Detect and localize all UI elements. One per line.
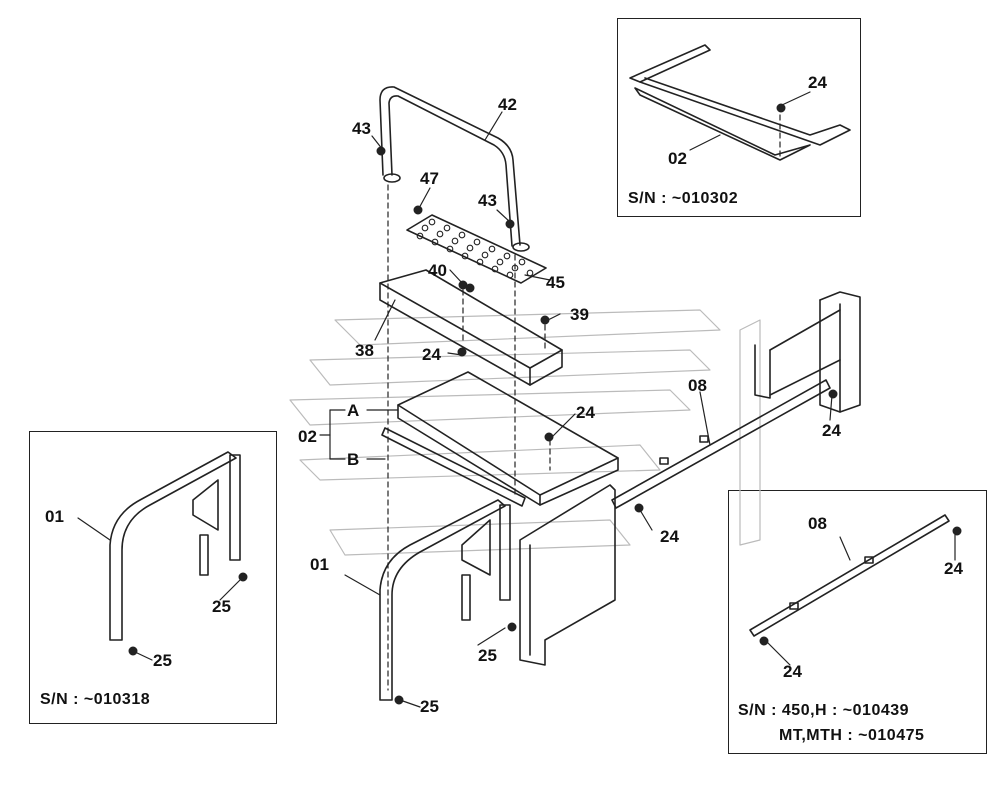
callout-25-main-upper: 25 [478,646,497,665]
handrail-42 [379,86,530,252]
callout-01-main: 01 [310,555,329,574]
callout-08-main: 08 [688,376,707,395]
step-plate-45 [406,214,547,284]
mid-frame-02 [381,371,619,507]
inset-top-frame-02 [629,44,851,161]
serial-number-top-right: S/N : ~010302 [628,190,739,207]
callout-A: A [347,401,360,420]
callout-B: B [347,450,360,469]
callout-24-inset-top: 24 [808,73,827,92]
callout-24-mid: 24 [576,403,595,422]
callout-02-inset: 02 [668,149,687,168]
callout-25-inset-lower: 25 [153,651,172,670]
inset-frame-top-right [617,18,861,217]
callout-39: 39 [570,305,589,324]
bar-08 [611,379,831,509]
callout-24-inset-bottom: 24 [783,662,802,681]
callout-40: 40 [428,261,447,280]
callout-47: 47 [420,169,439,188]
right-frame [754,291,861,413]
callout-24-inset-right: 24 [944,559,963,578]
serial-number-left: S/N : ~010318 [40,691,151,708]
inset-bar-08 [749,514,950,637]
callout-25-main-lower: 25 [420,697,439,716]
callout-24-right: 24 [822,421,841,440]
callout-25-inset-upper: 25 [212,597,231,616]
inset-frame-bottom-right [728,490,987,754]
serial-number-bottom-right-2: MT,MTH : ~010475 [779,727,925,744]
main-bracket-01 [379,499,511,701]
callout-01-inset: 01 [45,507,64,526]
callout-02-main: 02 [298,427,317,446]
callout-42: 42 [498,95,517,114]
step-bracket-38 [379,269,563,386]
rear-panel [519,484,616,666]
callout-38: 38 [355,341,374,360]
serial-number-bottom-right-1: S/N : 450,H : ~010439 [738,702,910,719]
callout-24-lower: 24 [660,527,679,546]
callout-43-left: 43 [352,119,371,138]
inset-frame-left [29,431,277,724]
callout-24-center: 24 [422,345,441,364]
inset-left-bracket-01 [109,451,241,641]
callout-08-inset: 08 [808,514,827,533]
callout-45: 45 [546,273,565,292]
callout-43-right: 43 [478,191,497,210]
